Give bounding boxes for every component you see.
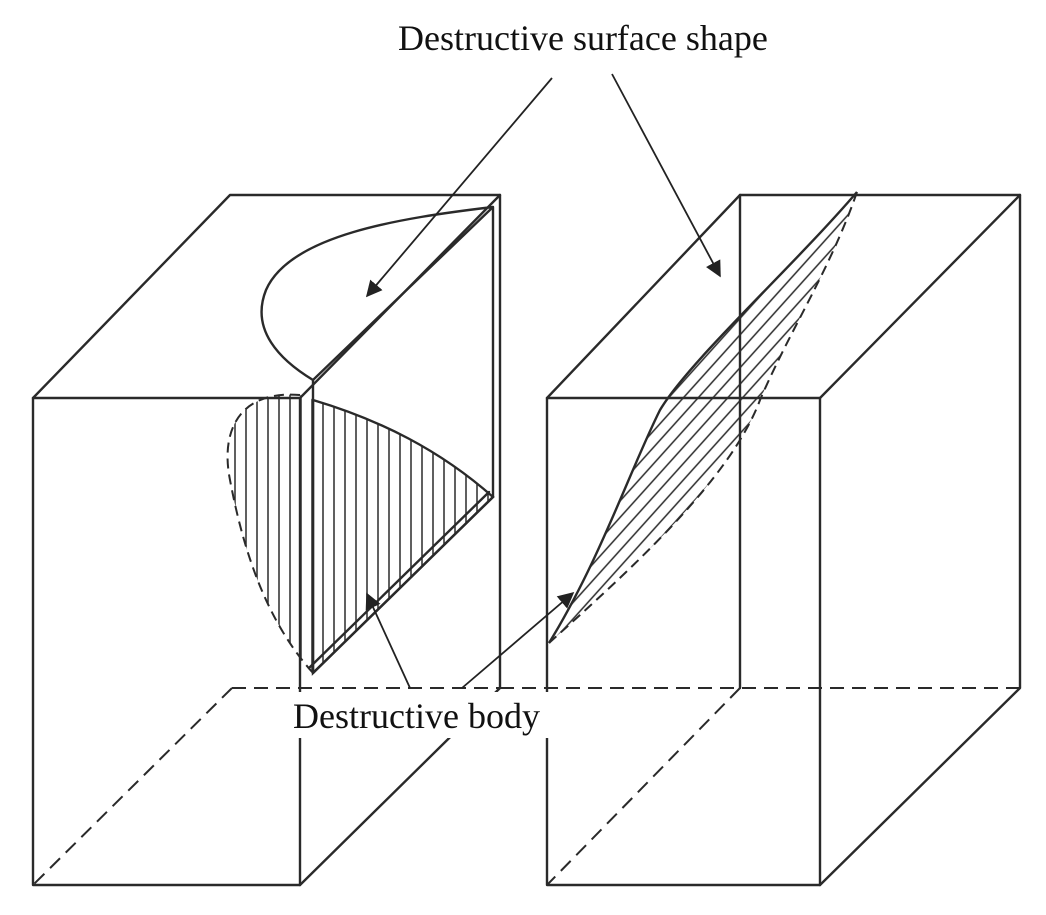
left-failure-body	[311, 398, 495, 676]
arrow-body-right	[461, 591, 575, 689]
right-failure-dashed-edge	[548, 191, 858, 644]
left-block-top-face	[31, 193, 502, 400]
right-block-side-face	[818, 193, 1022, 887]
annotation-arrows	[365, 73, 721, 689]
right-block	[500, 191, 1022, 887]
left-failure-body-base-edge-2	[307, 490, 491, 670]
arrow-body-left	[365, 592, 411, 689]
surface-shape-label: Destructive surface shape	[398, 18, 768, 58]
right-block-hidden-bottom-diag	[546, 687, 741, 886]
left-failure-body-base-edge	[311, 495, 495, 675]
left-failure-body-hidden	[227, 394, 313, 673]
arrow-surface-left	[365, 77, 553, 298]
arrow-surface-right	[611, 73, 721, 278]
right-block-top-face	[545, 193, 1022, 400]
left-block	[31, 193, 502, 887]
body-label-backdrop	[292, 692, 588, 738]
right-failure-body	[549, 192, 857, 643]
destructive-body-label: Destructive body	[293, 696, 540, 736]
left-block-hidden-bottom-diag	[32, 687, 233, 886]
left-failure-surface-curve	[260, 205, 494, 382]
left-failure-body-dashed-edge	[226, 393, 314, 674]
right-failure-solid-edge	[547, 191, 858, 644]
